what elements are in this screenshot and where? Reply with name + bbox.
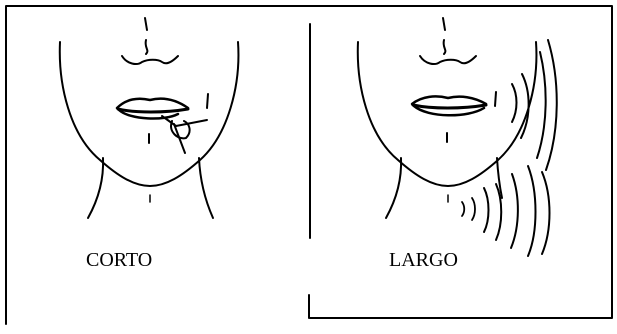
label-corto: CORTO <box>86 248 152 272</box>
face-left <box>60 18 239 218</box>
sound-waves-neck <box>462 166 550 256</box>
face-outline-left <box>60 42 239 186</box>
cheek-mark-left <box>207 94 208 108</box>
nose-left <box>145 18 147 54</box>
nostrils-left <box>122 56 178 64</box>
nose-right <box>443 18 445 54</box>
face-right <box>358 18 557 256</box>
neck-left-right <box>199 158 213 218</box>
lip-line-left <box>118 109 188 112</box>
lip-line-right <box>413 105 486 108</box>
cheek-mark-right <box>495 92 496 106</box>
upper-lip-left <box>117 99 188 108</box>
neck-right <box>386 158 401 218</box>
upper-lip-right <box>412 96 486 104</box>
sound-waves-cheek <box>512 40 557 170</box>
neck-left <box>88 158 103 218</box>
label-largo: LARGO <box>389 248 458 272</box>
nostrils-right <box>420 56 476 64</box>
